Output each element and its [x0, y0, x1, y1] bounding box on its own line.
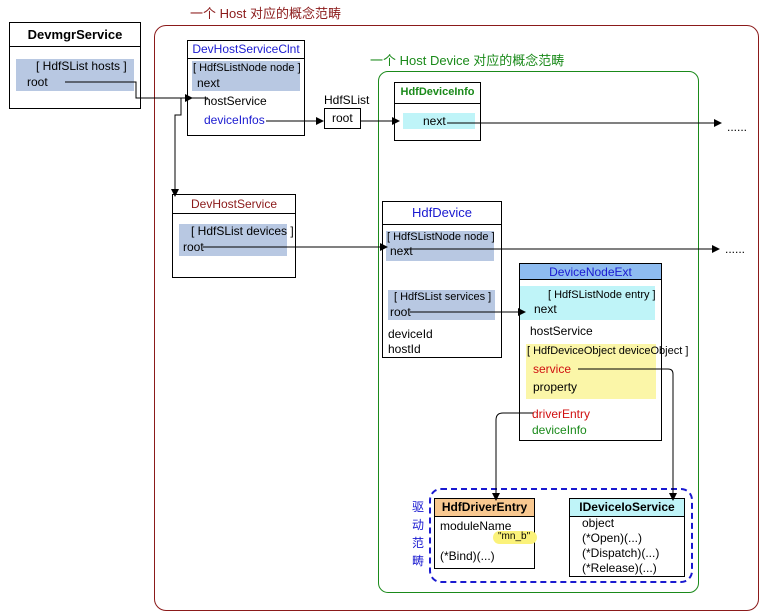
dev-host-service-clnt-title: DevHostServiceClnt [192, 42, 300, 56]
device-object-struct-label: [ HdfDeviceObject deviceObject ] [527, 345, 689, 357]
hdfslist-box: root [324, 108, 361, 129]
device-next-field: next [390, 244, 413, 258]
hdf-device-title: HdfDevice [412, 205, 472, 220]
module-name-value-badge [493, 531, 537, 544]
dev-host-service-title: DevHostService [190, 197, 278, 211]
driver-entry-header [435, 499, 534, 517]
devmgr-service-title: DevmgrService [27, 27, 123, 42]
device-node-ext-title: DeviceNodeExt [549, 265, 632, 279]
idevice-io-service-title: IDeviceIoService [579, 500, 675, 514]
dev-host-service-box: DevHostService [ HdfSList devices ] root [172, 194, 296, 278]
arrow-clnt-host-service [171, 97, 208, 197]
bind-function: (*Bind)(...) [440, 549, 495, 563]
devices-struct-label: [ HdfSList devices ] [191, 224, 294, 238]
arrow-driver-entry-to-driver [492, 412, 533, 501]
title-divider [10, 46, 140, 47]
device-info-field: deviceInfo [532, 423, 587, 437]
open-function: (*Open)(...) [582, 531, 643, 545]
device-region [378, 71, 699, 593]
service-field: service [533, 362, 572, 376]
device-id-field: deviceId [388, 327, 433, 341]
device-region-label: 一个 Host Device 对应的概念范畴 [370, 53, 565, 68]
device-node-ext-header [520, 264, 661, 280]
device-node-struct-label: [ HdfSListNode node ] [387, 231, 495, 243]
io-service-header [570, 499, 684, 517]
hosts-struct-label: [ HdfSList hosts ] [36, 59, 127, 73]
nodeext-host-service-field: hostService [530, 324, 593, 338]
hosts-list-struct [16, 59, 134, 91]
driver-entry-field: driverEntry [532, 407, 591, 421]
hdf-device-info-box: HdfDeviceInfo next [394, 82, 481, 141]
driver-region-char: 动 [411, 518, 424, 532]
services-list-struct [388, 290, 495, 320]
dispatch-function: (*Dispatch)(...) [582, 546, 660, 560]
module-name-field: moduleName [440, 519, 512, 533]
driver-region-char: 范 [411, 536, 424, 550]
node-struct-label: [ HdfSListNode node ] [193, 62, 301, 74]
services-struct-label: [ HdfSList services ] [394, 291, 492, 303]
idevice-io-service-box: IDeviceIoService object (*Open)(...) (*D… [569, 498, 685, 577]
services-root-field: root [390, 305, 411, 319]
devices-root-field: root [183, 240, 204, 254]
driver-region [429, 488, 693, 583]
hdf-device-info-title: HdfDeviceInfo [400, 86, 475, 98]
hdfslist-root-field: root [332, 111, 353, 125]
release-function: (*Release)(...) [582, 561, 657, 575]
device-infos-field: deviceInfos [204, 113, 265, 127]
devmgr-service-box: DevmgrService [ HdfSList hosts ] root [9, 22, 141, 109]
entry-struct-label: [ HdfSListNode entry ] [548, 289, 656, 301]
host-region [154, 25, 759, 611]
entry-struct [520, 286, 655, 320]
device-node-struct [386, 231, 494, 261]
property-field: property [533, 380, 578, 394]
device-info-ellipsis: ...... [727, 120, 748, 134]
node-next-field: next [197, 76, 220, 90]
hdf-driver-entry-box: HdfDriverEntry moduleName "mn_b" (*Bind)… [434, 498, 537, 569]
io-object-field: object [582, 516, 615, 530]
arrow-hosts-to-clnt [65, 81, 193, 102]
driver-region-char: 畴 [411, 554, 424, 568]
device-node-ext-box: DeviceNodeExt [ HdfSListNode entry ] nex… [519, 263, 688, 441]
module-name-value: "mn_b" [498, 531, 531, 542]
host-service-field: hostService [204, 94, 267, 108]
title-divider [173, 213, 295, 214]
device-ellipsis: ...... [725, 242, 746, 256]
device-info-next-slot [403, 113, 475, 129]
node-struct [192, 61, 300, 91]
hdf-device-box: HdfDevice [ HdfSListNode node ] next [ H… [382, 201, 502, 358]
entry-next-field: next [534, 302, 557, 316]
title-divider [383, 224, 501, 225]
hdf-driver-entry-title: HdfDriverEntry [441, 500, 528, 514]
title-divider [395, 103, 480, 104]
devices-list-struct [179, 224, 287, 256]
device-object-struct [526, 344, 656, 399]
hosts-root-field: root [27, 75, 48, 89]
host-region-label: 一个 Host 对应的概念范畴 [190, 6, 341, 21]
dev-host-service-clnt-box: DevHostServiceClnt [ HdfSListNode node ]… [187, 40, 305, 136]
host-id-field: hostId [388, 342, 421, 356]
arrow-service-to-io [578, 368, 677, 501]
driver-region-char: 驱 [411, 500, 424, 514]
hdfslist-label: HdfSList [324, 93, 370, 107]
title-divider [188, 58, 304, 59]
device-info-next-field: next [423, 114, 446, 128]
driver-region-label: 驱 动 范 畴 [411, 498, 425, 570]
